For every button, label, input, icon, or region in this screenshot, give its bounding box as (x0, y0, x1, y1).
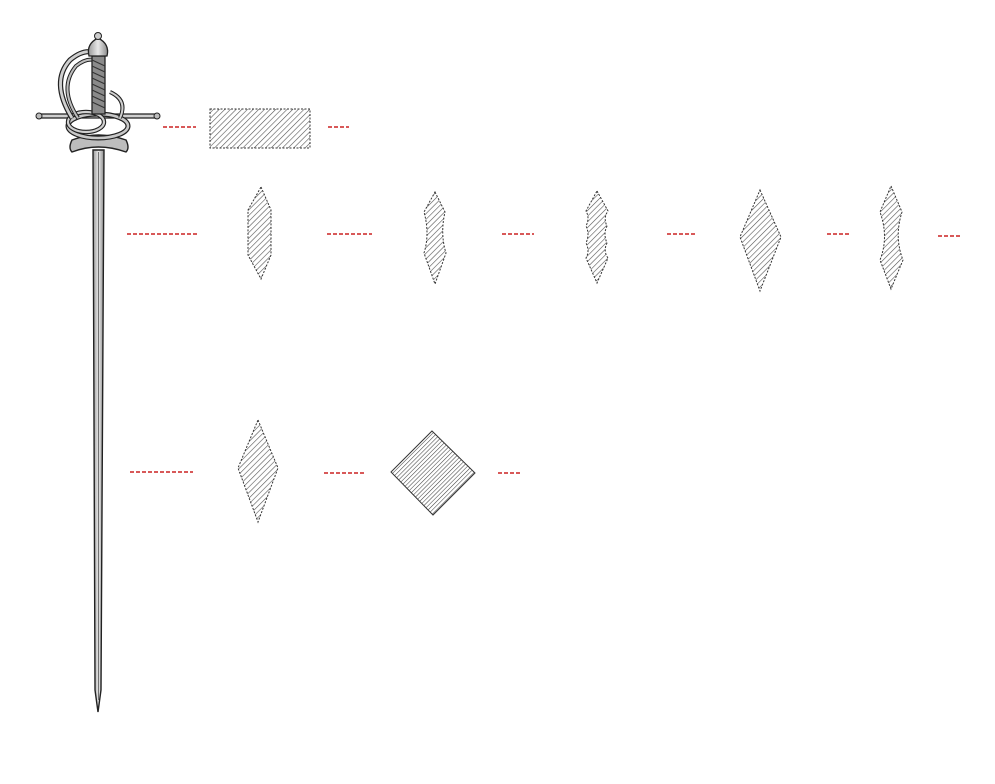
sword-pommel (87, 37, 109, 57)
hollow-ground-cross-section (423, 190, 447, 286)
rapier-sword-icon (35, 32, 161, 713)
hexagonal-cross-section (247, 185, 272, 281)
diamond-cross-section (237, 418, 279, 524)
rectangle-cross-section (209, 108, 311, 149)
square-cross-section (390, 430, 476, 516)
concave-cross-section (879, 184, 904, 291)
diamond-cross-section (739, 188, 782, 293)
fluted-cross-section (585, 189, 609, 285)
